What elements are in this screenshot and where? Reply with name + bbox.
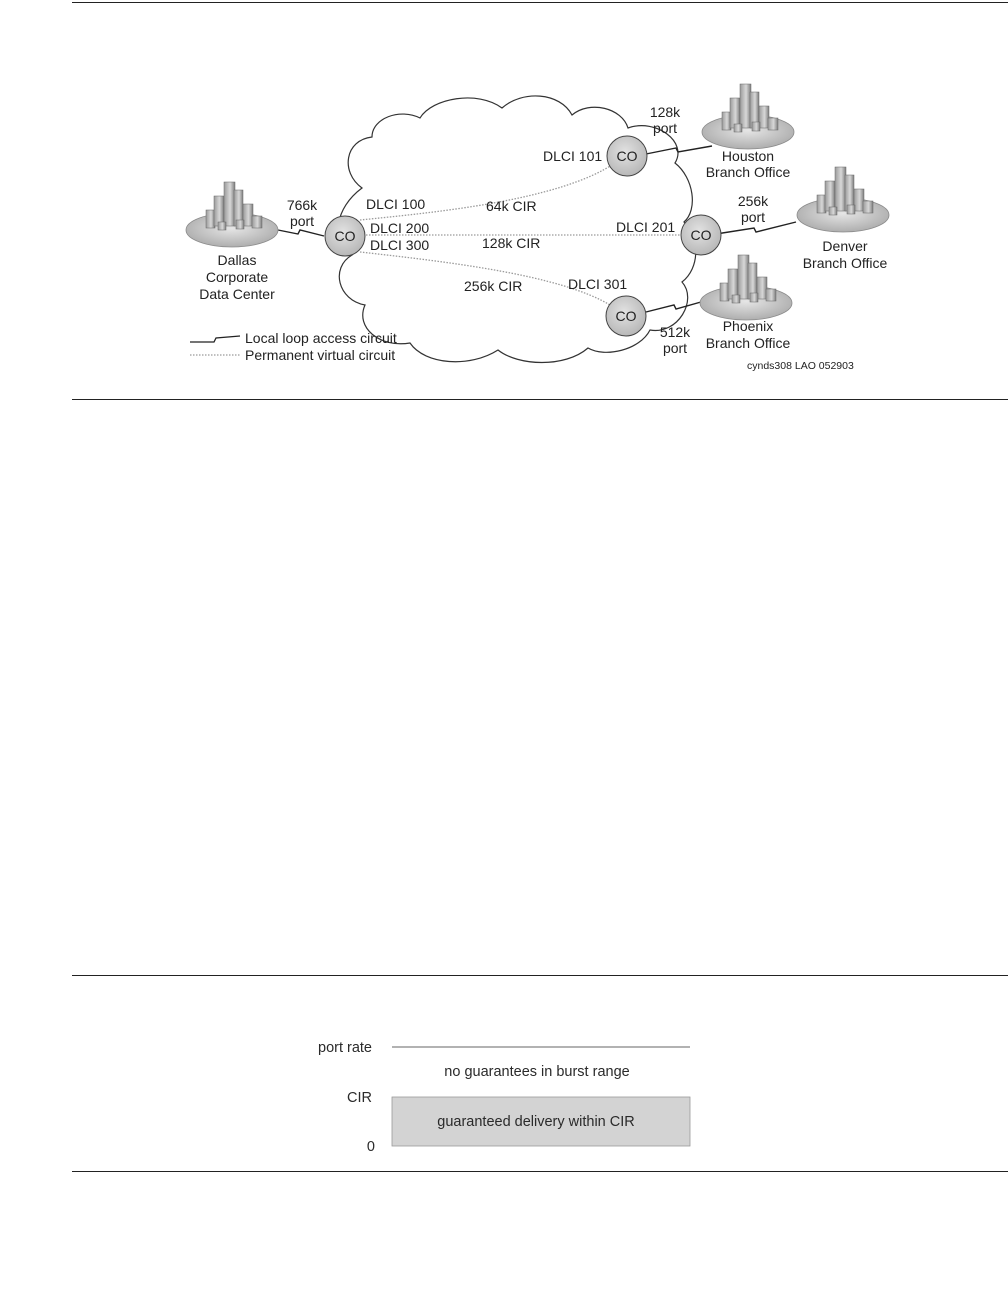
co-node-dallas: CO — [324, 215, 366, 257]
loop-dallas — [277, 229, 325, 237]
pvc-dallas-phoenix — [359, 251, 611, 306]
dlci-300: DLCI 300 — [370, 237, 429, 253]
denver-name-line1: Denver — [822, 238, 867, 254]
pvc-dallas-houston — [359, 162, 616, 221]
co-node-denver: CO — [680, 214, 722, 256]
denver-port-word: port — [741, 209, 765, 225]
local-loop-circuits — [277, 145, 797, 313]
svg-text:CO: CO — [335, 228, 356, 244]
loop-denver — [715, 221, 797, 235]
permanent-virtual-circuits — [359, 162, 682, 306]
frame-relay-network-diagram: CO CO CO CO 766k port 128k port 256k por… — [185, 83, 890, 372]
svg-text:CO: CO — [616, 308, 637, 324]
rule-below-network-figure — [72, 399, 1008, 400]
denver-city-icon — [796, 166, 890, 233]
phoenix-city-icon — [699, 254, 793, 321]
legend-pvc-label: Permanent virtual circuit — [245, 347, 395, 363]
dallas-name-line2: Corporate — [206, 269, 268, 285]
houston-name-line1: Houston — [722, 148, 774, 164]
legend-local-loop-label: Local loop access circuit — [245, 330, 397, 346]
legend-local-loop-symbol — [190, 335, 241, 343]
diagram-legend: Local loop access circuit Permanent virt… — [190, 330, 397, 363]
co-node-houston: CO — [606, 135, 648, 177]
houston-name-line2: Branch Office — [706, 164, 791, 180]
houston-city-icon — [701, 83, 795, 150]
phoenix-name-line2: Branch Office — [706, 335, 791, 351]
dallas-port-word: port — [290, 213, 314, 229]
loop-houston — [645, 145, 713, 155]
frame-relay-cloud — [337, 95, 697, 363]
dlci-201: DLCI 201 — [616, 219, 675, 235]
phoenix-port-rate: 512k — [660, 324, 691, 340]
dlci-301: DLCI 301 — [568, 276, 627, 292]
loop-phoenix — [645, 299, 709, 313]
burst-range-text: no guarantees in burst range — [444, 1064, 629, 1080]
dallas-port-rate: 766k — [287, 197, 318, 213]
dallas-name-line1: Dallas — [218, 252, 257, 268]
cir-64k: 64k CIR — [486, 198, 537, 214]
cir-128k: 128k CIR — [482, 235, 540, 251]
label-cir: CIR — [347, 1090, 372, 1106]
dlci-200: DLCI 200 — [370, 220, 429, 236]
top-rule — [72, 2, 1008, 3]
phoenix-port-word: port — [663, 340, 687, 356]
guaranteed-cir-band — [391, 1096, 691, 1147]
dlci-100: DLCI 100 — [366, 196, 425, 212]
rule-below-cir-figure — [72, 1171, 1008, 1172]
guaranteed-delivery-text: guaranteed delivery within CIR — [437, 1114, 634, 1130]
houston-port-word: port — [653, 120, 677, 136]
label-zero: 0 — [367, 1139, 375, 1155]
denver-name-line2: Branch Office — [803, 255, 888, 271]
figure-id: cynds308 LAO 052903 — [747, 360, 854, 372]
co-node-phoenix: CO — [605, 295, 647, 337]
houston-port-rate: 128k — [650, 104, 681, 120]
svg-text:CO: CO — [691, 227, 712, 243]
label-port-rate: port rate — [318, 1040, 372, 1056]
dlci-101: DLCI 101 — [543, 148, 602, 164]
dallas-city-icon — [185, 181, 279, 248]
dallas-name-line3: Data Center — [199, 286, 275, 302]
cir-256k: 256k CIR — [464, 278, 522, 294]
phoenix-name-line1: Phoenix — [723, 318, 774, 334]
rule-above-cir-figure — [72, 975, 1008, 976]
denver-port-rate: 256k — [738, 193, 769, 209]
svg-text:CO: CO — [617, 148, 638, 164]
